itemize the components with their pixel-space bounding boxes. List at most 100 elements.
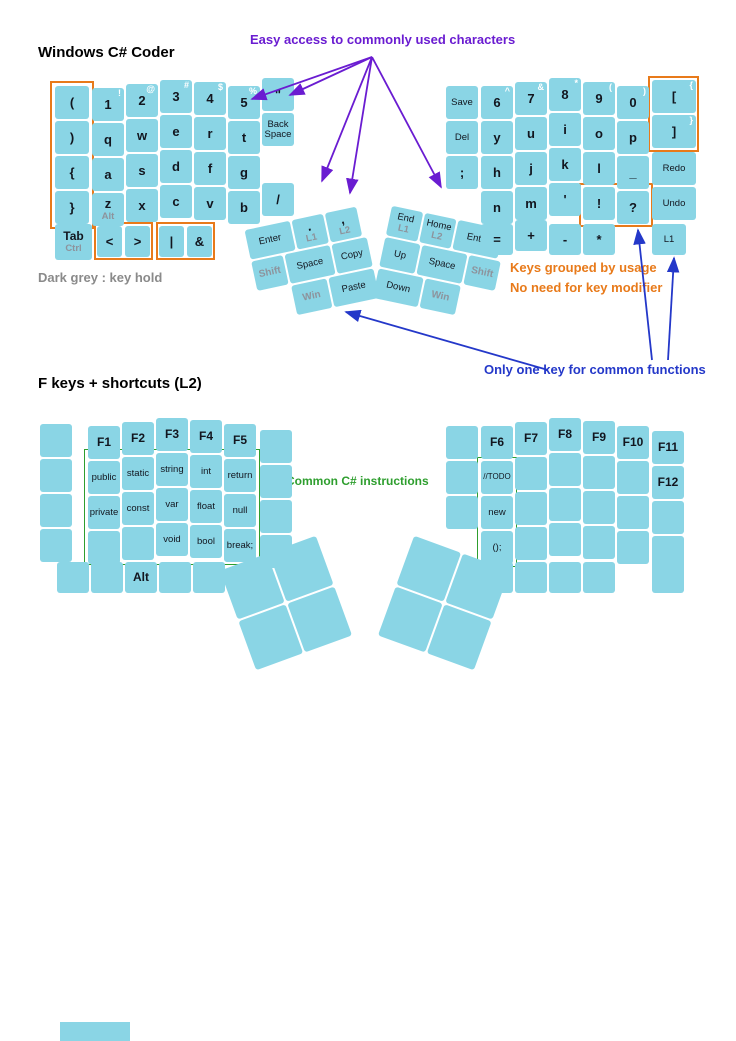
key-label: ' [563,191,567,207]
purple-arrow [371,56,442,189]
key-d: d [160,150,192,183]
key-4: $4 [194,82,226,115]
key-label: F7 [523,431,538,446]
key-label: d [172,158,180,174]
key-hold-label: L2 [338,224,352,238]
key-label: y [493,129,501,145]
key-sym: * [583,224,615,255]
key-sym: {[ [652,80,696,113]
annotation-dark-grey-key-hold: Dark grey : key hold [38,270,163,285]
key-label: F12 [657,475,679,490]
key-x: x [126,189,158,222]
key-blank [193,562,225,593]
page-title: Windows C# Coder [38,44,175,61]
key-j: j [515,152,547,185]
key-f3: F3 [156,418,188,451]
key-label: null [232,504,248,516]
key-shift-symbol: } [689,115,693,125]
key-label: 4 [206,90,214,106]
key-label: float [197,500,215,512]
key-blank [583,562,615,593]
key-label: string [160,463,184,475]
key-hold-label: Ctrl [65,242,82,254]
key-label: Win [301,288,322,304]
key-1: !1 [92,88,124,121]
key-sym: < [97,226,122,257]
key-blank [57,562,89,593]
key-shift-symbol: ! [118,88,121,98]
footer-bar [60,1022,130,1041]
key-label: Shift [470,264,495,280]
key-void: void [156,523,188,556]
key-label: o [595,125,603,141]
key-label: int [200,465,212,477]
key-label: 9 [595,90,603,106]
key-label: (); [492,541,502,553]
key-label: b [240,199,248,215]
key-label: ? [629,199,637,215]
key-l1: L1 [652,224,686,255]
key-float: float [190,490,222,523]
key-backspace: Back Space [262,113,294,146]
blue-arrow [633,228,653,361]
key-sym: ,L2 [324,206,363,243]
key-label: F6 [489,435,504,450]
key-label: Shift [257,264,282,280]
key-sym: > [125,226,150,257]
key-sym: .L1 [291,213,330,250]
key-new: new [481,496,513,529]
key-label: m [525,195,537,211]
key-f6: F6 [481,426,513,459]
key-w: w [126,119,158,152]
key-shift-symbol: ^ [504,86,510,96]
key-p: p [617,121,649,154]
key-label: a [104,166,112,182]
key-f1: F1 [88,426,120,459]
key-hold-label: Alt [101,210,115,222]
key-h: h [481,156,513,189]
key-label: k [561,156,569,172]
key-sym: ; [446,156,478,189]
key-label: bool [197,535,215,547]
key-r: r [194,117,226,150]
key-k: k [549,148,581,181]
key-shift: Shift [251,254,289,291]
key-q: q [92,123,124,156]
key-win: Win [419,278,461,316]
key-f12: F12 [652,466,684,499]
key-label: F5 [232,433,247,448]
key-win: Win [291,278,333,316]
key-label: * [596,231,602,247]
key-sym: ' [549,183,581,216]
key-sym: / [262,183,294,216]
key-f2: F2 [122,422,154,455]
key-alt: Alt [125,562,157,593]
key-label: = [493,231,501,247]
key-undo: Undo [652,187,696,220]
key-label: Paste [340,279,367,296]
key-label: ] [671,123,677,139]
blue-arrow [666,256,680,361]
key-blank [446,426,478,459]
key-label: { [69,164,75,180]
key-label: ; [459,164,465,180]
key-b: b [228,191,260,224]
purple-arrow [346,56,373,195]
key-label: v [206,195,214,211]
key-label: f [207,160,213,176]
key-blank [549,453,581,486]
key-copy: Copy [331,237,373,274]
key-hold-label: L1 [396,222,411,236]
key-label: x [138,197,146,213]
key-label: Tab [63,229,84,244]
key-shift-symbol: * [574,78,578,88]
key-label: F11 [657,440,678,455]
key-8: *8 [549,78,581,111]
key-label: u [527,125,535,141]
key-label: Enter [257,231,283,248]
annotation-csharp-instructions: Common C# instructions [286,474,429,488]
key-label: static [126,467,150,479]
key-shift-symbol: % [248,86,257,96]
